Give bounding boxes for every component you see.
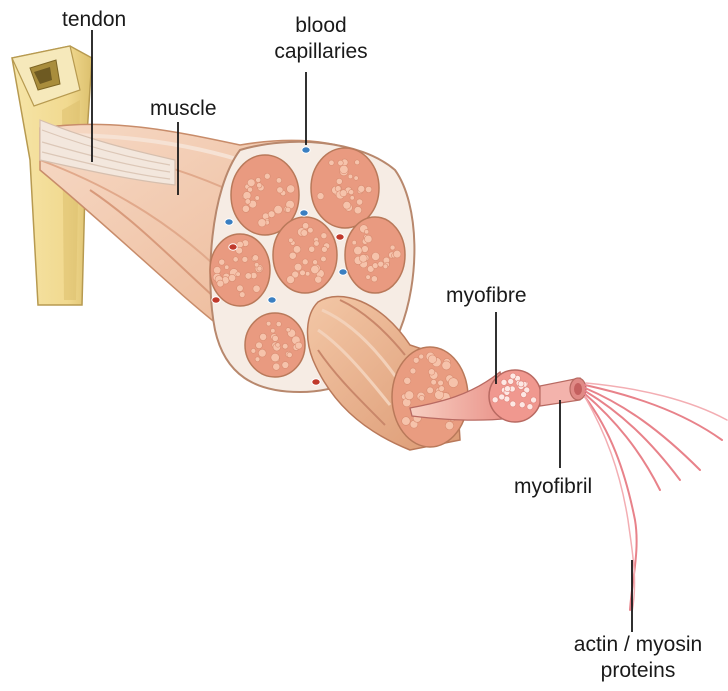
fascicle — [311, 148, 379, 228]
capillary-dot — [339, 269, 347, 275]
label-proteins-line1: actin / myosin — [548, 632, 728, 658]
label-actin-myosin-proteins: actin / myosin proteins — [548, 632, 728, 684]
label-blood-capillaries-line1: blood — [256, 13, 386, 39]
actin-myosin-filaments — [585, 383, 727, 612]
capillary-dot — [302, 147, 310, 153]
label-blood-capillaries: blood capillaries — [256, 13, 386, 65]
capillary-dot — [268, 297, 276, 303]
label-myofibril: myofibril — [514, 474, 592, 500]
label-proteins-line2: proteins — [548, 658, 728, 684]
label-blood-capillaries-line2: capillaries — [256, 39, 386, 65]
capillary-dot — [336, 234, 344, 240]
label-muscle: muscle — [150, 96, 217, 122]
capillary-dot — [300, 210, 308, 216]
myofibril — [540, 378, 586, 406]
fascicle — [210, 234, 270, 306]
capillary-dot — [212, 297, 220, 303]
protruding-fascicle — [308, 296, 468, 450]
fascicle — [245, 313, 305, 377]
label-myofibre: myofibre — [446, 283, 527, 309]
capillary-dot — [225, 219, 233, 225]
label-tendon: tendon — [62, 7, 126, 33]
capillary-dot — [229, 244, 237, 250]
fascicle — [345, 217, 405, 293]
fascicle — [273, 217, 337, 293]
capillary-dot — [312, 379, 320, 385]
